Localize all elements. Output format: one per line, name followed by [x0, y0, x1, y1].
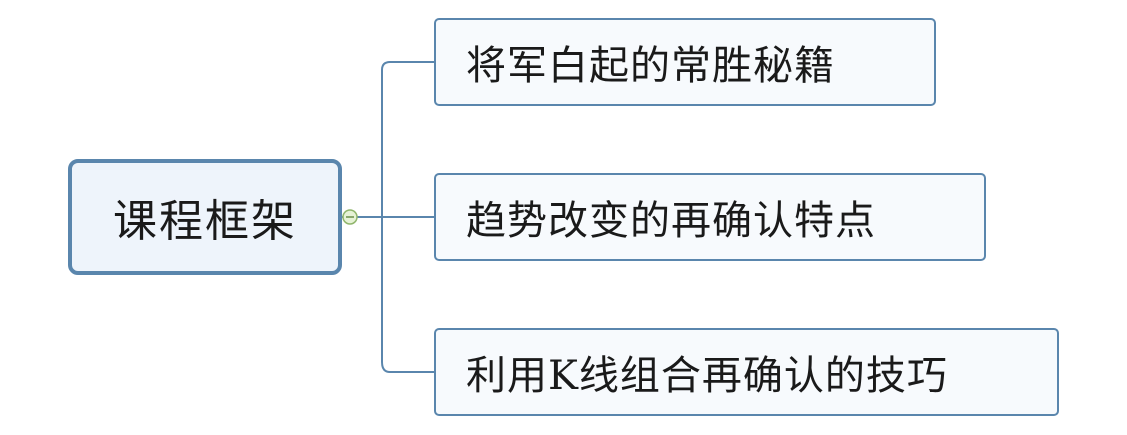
collapse-toggle-icon[interactable]	[342, 209, 358, 225]
child-node-1[interactable]: 将军白起的常胜秘籍	[434, 18, 936, 106]
child-node-3-label: 利用K线组合再确认的技巧	[466, 353, 948, 399]
root-node-label: 课程框架	[113, 196, 297, 247]
root-node[interactable]: 课程框架	[68, 159, 342, 275]
connector-branch-3	[381, 361, 434, 373]
connector-branch-1	[381, 61, 434, 71]
child-node-2-label: 趋势改变的再确认特点	[466, 198, 876, 244]
child-node-2[interactable]: 趋势改变的再确认特点	[434, 173, 986, 261]
child-node-3[interactable]: 利用K线组合再确认的技巧	[434, 328, 1059, 416]
child-node-1-label: 将军白起的常胜秘籍	[466, 43, 835, 89]
